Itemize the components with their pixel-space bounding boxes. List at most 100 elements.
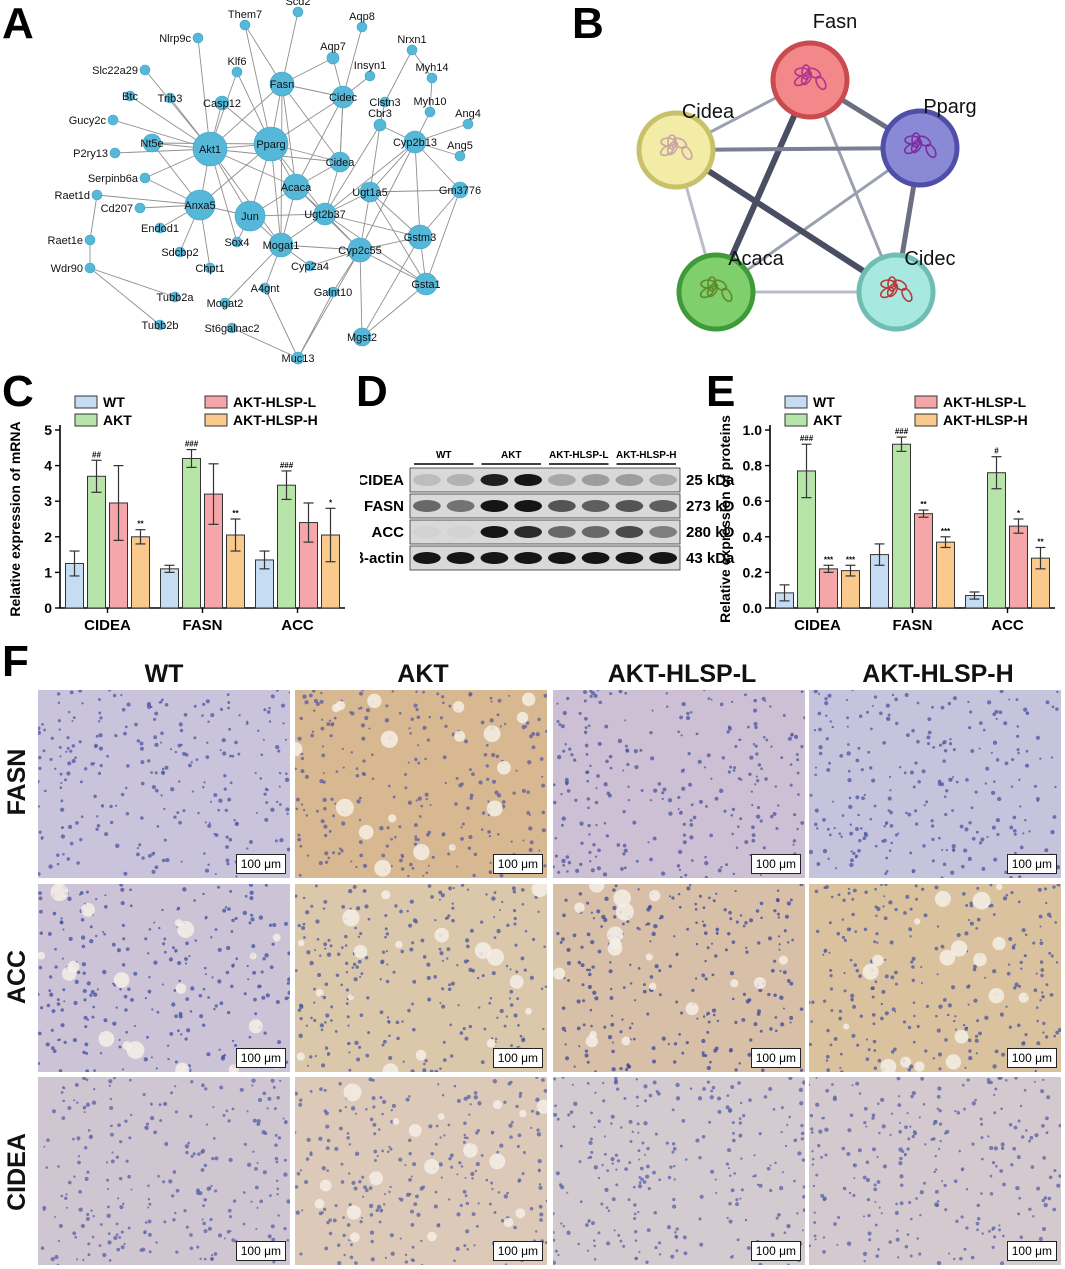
network-node-gstm3: [407, 224, 433, 250]
y-tick-label: 5: [44, 422, 52, 438]
ihc-tile-acc-akt-hlsp-h: 100 μm: [809, 884, 1061, 1072]
network-node-label: Sox4: [224, 237, 249, 249]
network-node-nrxn1: [406, 44, 418, 56]
significance-label: ###: [800, 434, 814, 443]
network-node-serpinb6a: [139, 172, 151, 184]
network-node-label: Scd2: [285, 0, 310, 8]
panel-label-e: E: [706, 367, 736, 416]
blot-band: [413, 500, 441, 512]
bar-akt-hlsp-l-cidea: [819, 568, 838, 609]
blot-band: [480, 500, 509, 512]
bar-akt-fasn: [182, 457, 201, 609]
network-node-label: P2ry13: [73, 148, 108, 160]
ppi-network-a: Them7Scd2Aqp8Nlrp9cAqp7Nrxn1Slc22a29Klf6…: [48, 0, 482, 365]
network-node-label: Tubb2a: [157, 292, 195, 304]
network-node-label: Sdcbp2: [161, 247, 198, 259]
ihc-texture: [809, 690, 1061, 878]
protein-helix: [793, 74, 809, 87]
network-node-label: Pparg: [256, 139, 285, 151]
scale-bar-label: 100 μm: [235, 1241, 286, 1261]
ihc-tile-fasn-akt-hlsp-l: 100 μm: [553, 690, 805, 878]
network-node-label: Aqp8: [349, 11, 375, 23]
network-node-klf6: [231, 66, 243, 78]
legend-label: WT: [103, 394, 125, 410]
network-node-sdcbp2: [174, 246, 186, 258]
network-node-acaca: [282, 173, 310, 201]
network-node-fasn: [269, 71, 295, 97]
bar-akt-fasn: [892, 443, 911, 609]
legend-swatch-akt-hlsp-l: [914, 395, 938, 409]
network-node-gm3776: [451, 181, 469, 199]
y-tick-label: 0.6: [743, 493, 763, 509]
network-node-myh10: [424, 106, 436, 118]
significance-label: #: [994, 447, 999, 456]
network-node-them7: [239, 19, 251, 31]
network-node-label: Tubb2b: [142, 320, 179, 332]
network-edge: [224, 244, 282, 304]
network-node-label: Ang5: [447, 140, 473, 152]
blot-kda-label: 43 kDa: [686, 550, 735, 567]
x-tick-label: ACC: [991, 617, 1024, 634]
ihc-tile-cidea-akt: 100 μm: [295, 1077, 547, 1265]
protein-helix: [699, 286, 715, 299]
bar-akt-cidea: [87, 475, 106, 609]
y-tick-label: 3: [44, 493, 52, 509]
network-node-label: Galnt10: [314, 287, 353, 299]
network-node-ang4: [462, 118, 474, 130]
blot-band: [615, 474, 644, 486]
network-node-ang5: [454, 150, 466, 162]
legend-label: AKT: [103, 412, 132, 428]
network-node-mgst2: [352, 327, 372, 347]
network-node-btc: [124, 90, 136, 102]
scale-bar-label: 100 μm: [1006, 854, 1057, 874]
network-node-nt5e: [142, 133, 162, 153]
network-node-label: Serpinb6a: [88, 173, 139, 185]
blot-band: [649, 552, 677, 564]
blot-row-label: β-actin: [360, 550, 404, 567]
y-tick-label: 0.4: [743, 529, 763, 545]
significance-label: ***: [941, 527, 951, 536]
legend-label: AKT-HLSP-H: [233, 412, 318, 428]
blot-band: [581, 552, 610, 564]
blot-band: [548, 474, 576, 486]
network-node-label: Cidec: [329, 92, 358, 104]
network-edge: [429, 77, 433, 113]
network-edge: [89, 267, 161, 326]
network-node-label: Raet1d: [55, 190, 90, 202]
significance-label: **: [920, 500, 927, 509]
network-node-cbr3: [373, 118, 387, 132]
protein-helix: [659, 144, 675, 157]
blot-band: [446, 500, 475, 512]
network-node-label: A4gnt: [251, 283, 280, 295]
ihc-texture: [38, 690, 290, 878]
network-node-myh14: [426, 72, 438, 84]
network-edge: [361, 236, 421, 338]
legend-label: AKT-HLSP-H: [943, 412, 1028, 428]
network-node-label: Jun: [241, 211, 259, 223]
blot-group-label: WT: [436, 450, 452, 461]
network-node-akt1: [192, 131, 228, 167]
blot-band: [446, 552, 475, 564]
string-node-label: Cidea: [682, 101, 735, 123]
network-node-label: Slc22a29: [92, 65, 138, 77]
network-edge: [342, 26, 363, 98]
network-node-label: Ugt2b37: [304, 209, 346, 221]
ihc-texture: [553, 884, 804, 1072]
network-node-label: Trib3: [158, 93, 183, 105]
protein-helix: [681, 145, 693, 161]
network-node-label: Wdr90: [51, 263, 83, 275]
ihc-texture: [295, 690, 547, 878]
network-node-label: Chpt1: [195, 263, 224, 275]
network-node-cyp2c55: [347, 237, 373, 263]
protein-helix: [721, 287, 733, 303]
ihc-texture: [809, 1077, 1061, 1265]
protein-helix: [903, 142, 919, 155]
network-node-cyp2b13: [403, 130, 427, 154]
bar-akt-hlsp-l-fasn: [914, 513, 933, 609]
blot-band: [514, 526, 542, 538]
network-node-insyn1: [364, 70, 376, 82]
blot-band: [615, 552, 644, 564]
bar-akt-hlsp-l-acc: [1009, 525, 1028, 609]
protein-structure-icon: [699, 276, 733, 303]
protein-structure-icon: [659, 134, 693, 161]
